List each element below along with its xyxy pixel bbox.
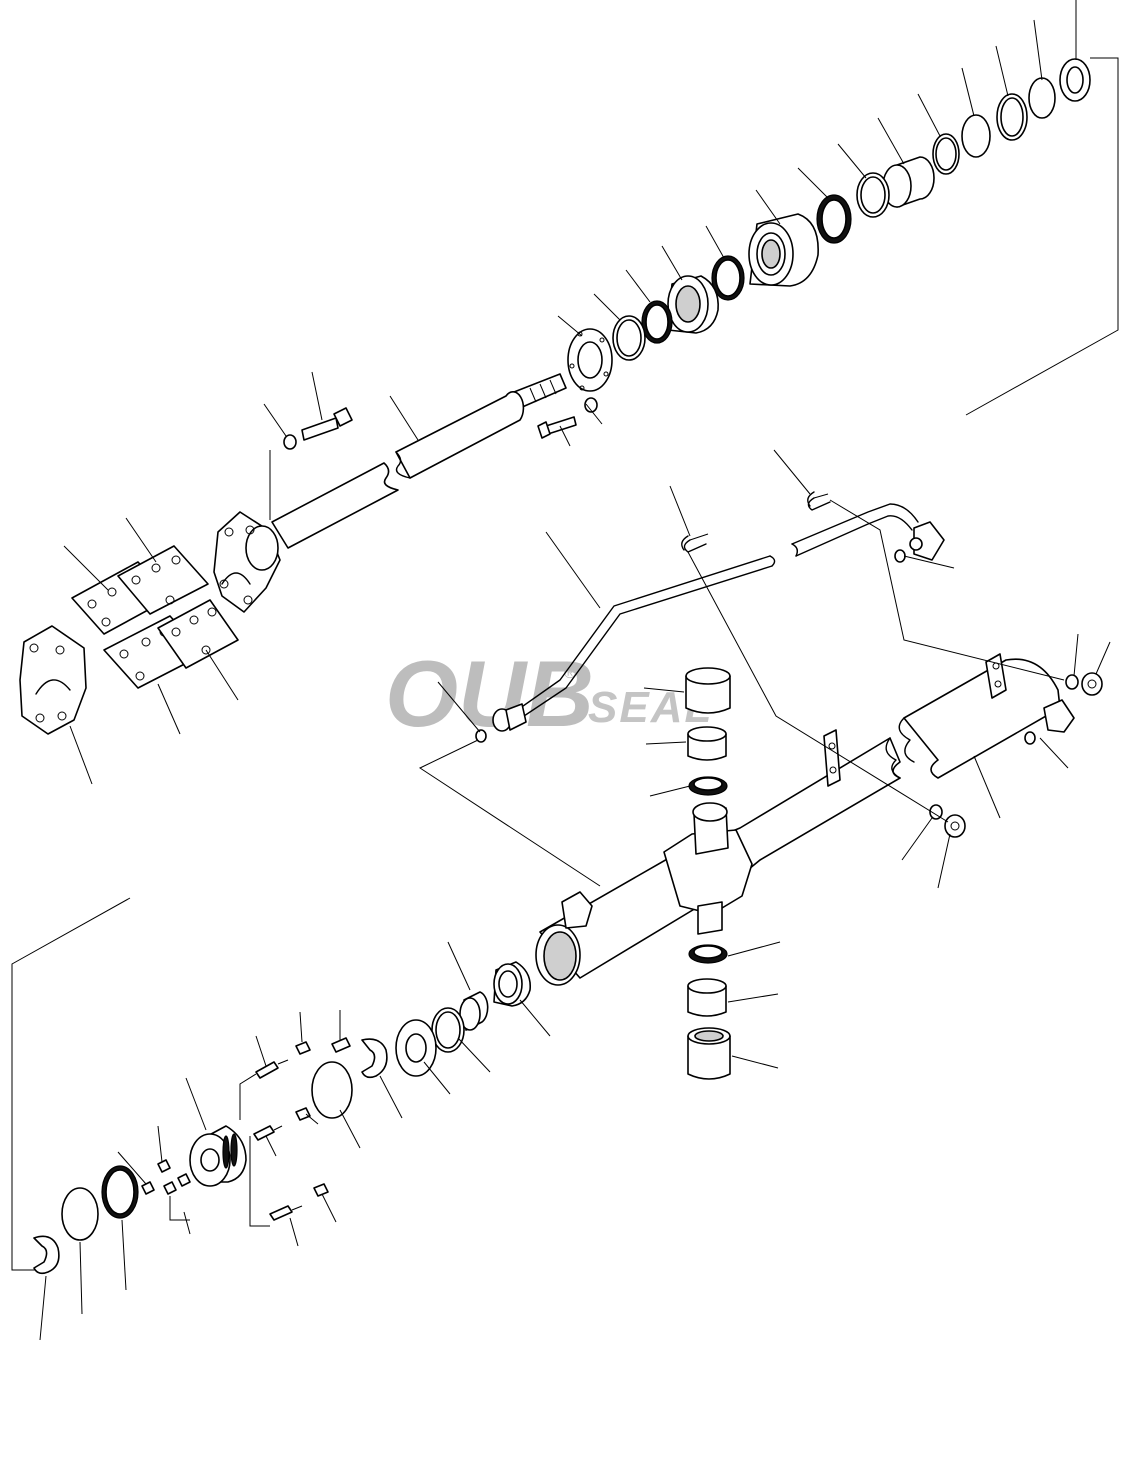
trunnion-seal-bottom	[688, 944, 728, 964]
tube-washer-right	[1065, 674, 1079, 690]
rod-washer	[283, 434, 297, 450]
clamp-connection-line	[687, 551, 949, 823]
u-clamp-1	[681, 533, 709, 553]
trunnion-cap-bottom	[687, 1027, 731, 1080]
trunnion-bushing-bottom	[687, 978, 727, 1017]
wiper-ring	[1059, 58, 1091, 102]
retainer-seal	[641, 300, 673, 344]
tube-port-fitting-left	[561, 891, 593, 929]
screw-leader-bracket	[169, 1196, 190, 1221]
trunnion-seal-top	[688, 776, 728, 796]
trunnion-bushings-bottom	[687, 944, 731, 1080]
pin-leader-bracket-2	[249, 1136, 270, 1227]
piston	[189, 1125, 247, 1187]
bushing	[882, 156, 935, 208]
rod-packing	[932, 133, 960, 175]
set-screw-4	[313, 1183, 329, 1197]
u-clamp-2	[807, 491, 831, 511]
set-screw-5	[157, 1159, 171, 1173]
head-seal	[711, 255, 745, 301]
cylinder-tube	[535, 653, 1103, 986]
set-screw-3	[295, 1107, 311, 1121]
shim-plate-2	[117, 545, 209, 615]
o-ring-head	[816, 194, 852, 244]
pipe-elbow-fitting	[909, 521, 945, 561]
tube-o-ring	[1024, 731, 1036, 745]
cylinder-head	[748, 213, 819, 287]
rod-seal-group	[537, 57, 1119, 439]
set-screw-8	[177, 1173, 191, 1187]
wear-ring	[101, 1165, 139, 1219]
watermark-brand: OUB	[385, 641, 594, 746]
piston-ring	[61, 1187, 99, 1241]
clamp-bracket-tube-mid	[823, 729, 841, 787]
trunnion-bushing-top	[687, 726, 727, 761]
piston-snap-ring	[311, 1061, 353, 1119]
rod-eye-bolt	[301, 407, 353, 441]
pipe-o-ring-right	[894, 549, 906, 563]
trunnion-cap-top	[685, 667, 731, 714]
tube-nut-right	[1081, 672, 1103, 696]
watermark: OUB ® SEAL	[385, 641, 711, 746]
rod-eye	[213, 511, 281, 613]
retainer-ring	[612, 315, 646, 361]
pin-3	[269, 1205, 303, 1221]
pipe-fitting-left	[492, 703, 527, 732]
leader-lines	[39, 0, 1111, 1341]
pin-2	[253, 1125, 283, 1141]
watermark-registered-mark: ®	[564, 665, 576, 682]
shim-plate-4	[157, 599, 239, 669]
snap-ring	[1028, 77, 1056, 119]
piston-nut	[493, 961, 532, 1007]
flange-bolt	[537, 416, 577, 439]
trunnion	[663, 802, 753, 935]
set-screw-6	[141, 1181, 155, 1195]
clamp-connection-line-2	[829, 499, 1065, 681]
dust-seal	[996, 93, 1028, 141]
tube-nut-mid	[944, 814, 966, 838]
retainer-nut	[667, 275, 719, 334]
piston-collar	[459, 991, 489, 1031]
flange-plate	[567, 328, 613, 392]
flange-washer	[584, 397, 598, 413]
set-screw-1	[295, 1041, 311, 1055]
pipe-connection-line	[418, 739, 601, 887]
pipe-o-ring-left	[475, 729, 487, 743]
tube-washer-mid	[929, 804, 943, 820]
pin-leader-bracket-1	[239, 1073, 257, 1120]
bracket-line-top	[965, 57, 1119, 416]
lock-ring	[361, 1038, 388, 1079]
bearing-cap	[19, 625, 87, 735]
set-screw-2	[331, 1037, 351, 1053]
set-screw-7	[163, 1181, 177, 1195]
shim-plates	[71, 545, 239, 689]
tube-bore-end	[535, 924, 581, 986]
piston-wear-plate	[395, 1019, 437, 1077]
piston-seal-ring	[431, 1007, 465, 1053]
trunnion-bushings-top	[685, 667, 731, 796]
piston-rod	[213, 373, 567, 613]
piston-group	[11, 897, 532, 1275]
slide-ring	[33, 1235, 60, 1275]
backup-ring	[961, 114, 991, 158]
tube-port-fitting-right	[1043, 699, 1075, 733]
bracket-line-bottom	[11, 897, 131, 1271]
pin-1	[255, 1059, 289, 1079]
buffer-ring	[856, 172, 890, 218]
